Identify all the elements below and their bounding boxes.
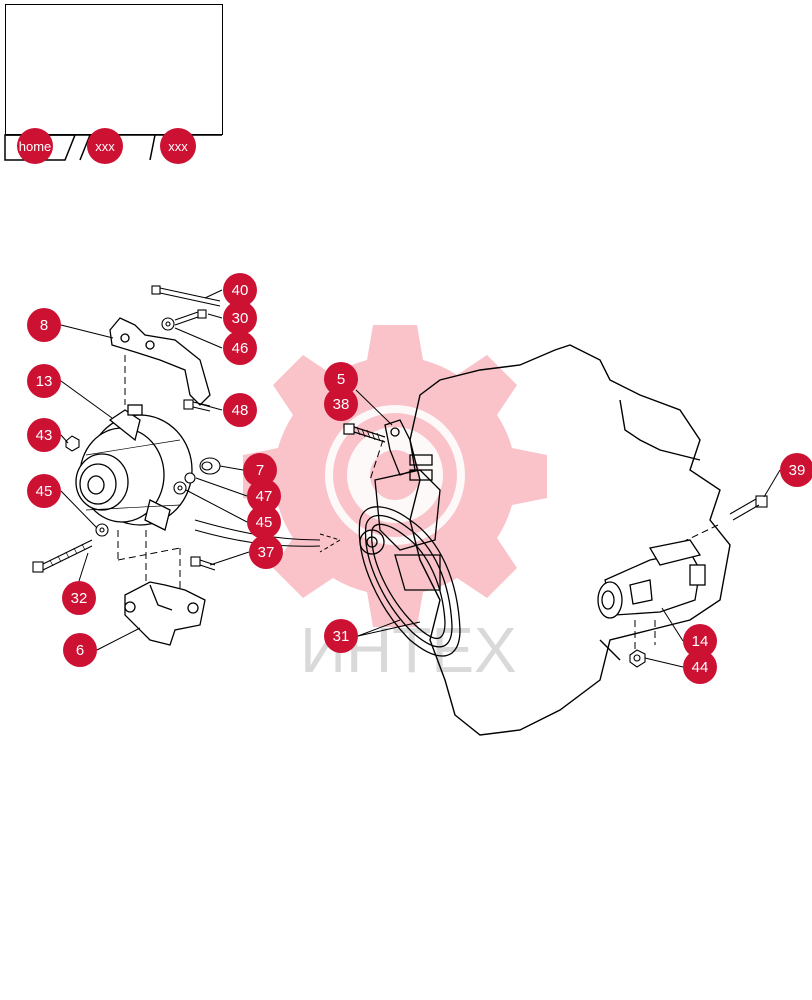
nav-link-2-button[interactable]: xxx (160, 128, 196, 164)
bolt-38 (343, 423, 386, 443)
nut-44 (629, 649, 646, 668)
part-callout-6[interactable]: 6 (63, 633, 97, 667)
bolt-30 (161, 309, 207, 331)
bolt-40 (151, 285, 221, 307)
alternator-bracket (109, 317, 211, 406)
part-callout-43[interactable]: 43 (27, 418, 61, 452)
belt-pulley-assembly (358, 419, 461, 657)
engine-thumbnail-frame (5, 4, 223, 135)
part-callout-13[interactable]: 13 (27, 364, 61, 398)
leader-lines (60, 289, 781, 668)
small-parts-7-47-45 (173, 457, 221, 495)
part-callout-32[interactable]: 32 (62, 581, 96, 615)
engine-block-outline (409, 344, 731, 736)
part-callout-44[interactable]: 44 (683, 650, 717, 684)
nav-link-1-button[interactable]: xxx (87, 128, 123, 164)
bolt-39 (729, 495, 768, 521)
starter-motor (597, 539, 706, 619)
bolt-32 (32, 523, 109, 573)
part-callout-45[interactable]: 45 (247, 505, 281, 539)
bolt-37 (190, 556, 216, 571)
part-callout-31[interactable]: 31 (324, 619, 358, 653)
part-callout-38[interactable]: 38 (324, 387, 358, 421)
nut-43 (65, 435, 80, 452)
alternator (75, 404, 193, 531)
part-callout-48[interactable]: 48 (223, 393, 257, 427)
part-callout-39[interactable]: 39 (780, 453, 812, 487)
part-callout-46[interactable]: 46 (223, 331, 257, 365)
part-callout-30[interactable]: 30 (223, 301, 257, 335)
lower-bracket-6 (124, 581, 206, 646)
part-callout-8[interactable]: 8 (27, 308, 61, 342)
nav-home-button[interactable]: home (17, 128, 53, 164)
part-callout-45[interactable]: 45 (27, 474, 61, 508)
part-callout-37[interactable]: 37 (249, 535, 283, 569)
